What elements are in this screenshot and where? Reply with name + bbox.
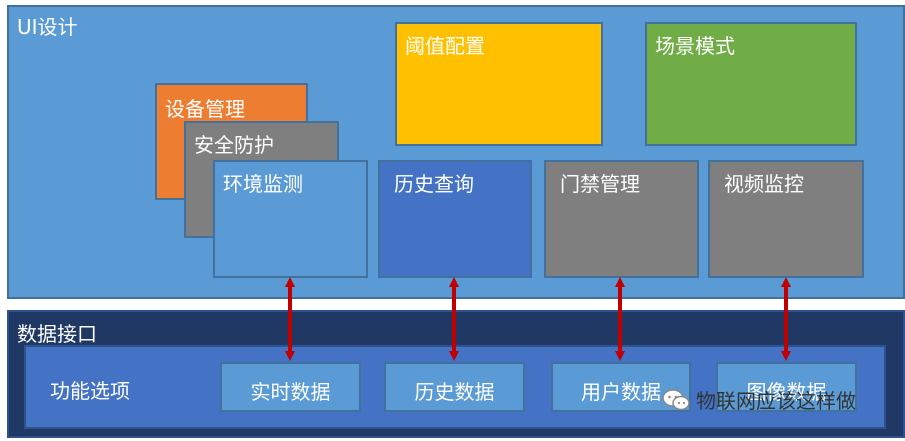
security-protection-label: 安全防护 bbox=[194, 133, 274, 157]
data-interface-title: 数据接口 bbox=[17, 322, 97, 346]
realtime-data-box: 实时数据 bbox=[220, 362, 361, 412]
threshold-config-label: 阈值配置 bbox=[405, 34, 485, 58]
realtime-data-label: 实时数据 bbox=[250, 380, 331, 404]
video-surveillance-label: 视频监控 bbox=[724, 172, 804, 196]
threshold-config-box: 阈值配置 bbox=[395, 22, 603, 146]
scene-mode-label: 场景模式 bbox=[655, 34, 735, 58]
history-data-label: 历史数据 bbox=[414, 380, 495, 404]
function-options-label: 功能选项 bbox=[50, 379, 130, 403]
video-surveillance-box: 视频监控 bbox=[708, 160, 864, 278]
history-query-box: 历史查询 bbox=[378, 160, 532, 278]
image-data-box: 图像数据 bbox=[716, 362, 857, 412]
user-data-label: 用户数据 bbox=[581, 380, 661, 404]
watermark: 物联网应该这样做 bbox=[662, 385, 856, 414]
access-control-box: 门禁管理 bbox=[544, 160, 699, 278]
environment-monitoring-box: 环境监测 bbox=[213, 160, 368, 278]
watermark-text: 物联网应该这样做 bbox=[696, 389, 856, 413]
environment-monitoring-label: 环境监测 bbox=[223, 172, 303, 196]
image-data-label: 图像数据 bbox=[746, 380, 827, 404]
wechat-icon bbox=[662, 388, 690, 410]
ui-design-title: UI设计 bbox=[17, 15, 78, 39]
access-control-label: 门禁管理 bbox=[560, 172, 640, 196]
history-data-box: 历史数据 bbox=[384, 362, 525, 412]
device-management-label: 设备管理 bbox=[165, 97, 245, 121]
history-query-label: 历史查询 bbox=[394, 172, 474, 196]
scene-mode-box: 场景模式 bbox=[645, 22, 857, 146]
